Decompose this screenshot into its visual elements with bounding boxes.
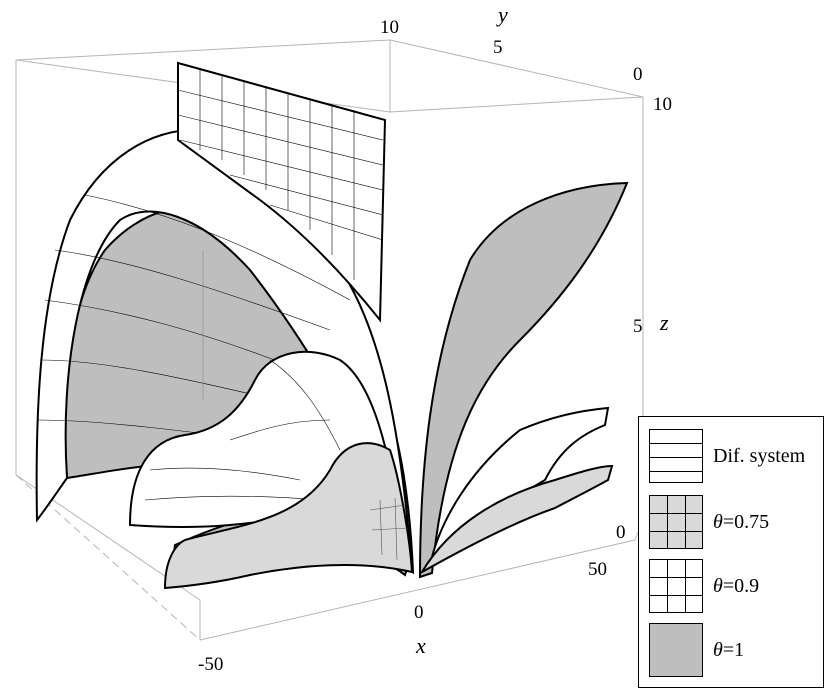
surface-theta-1-right-lobe [418,181,629,579]
legend-symbol: θ [713,511,723,533]
surface-theta-0-75-left [163,442,414,590]
legend-entry: Dif. system [649,429,819,485]
axis-x-label: x [415,633,426,658]
legend-symbol: θ [713,639,723,661]
legend-symbol: θ [713,575,723,597]
theta-0-75-mesh-lines [369,497,409,561]
legend-label: Dif. system [713,445,806,467]
legend-entry: θ=1 [649,623,819,679]
axis-z-ticks: 10 5 0 [616,94,672,543]
tick-label: 5 [493,37,503,58]
axis-y-ticks: 10 5 0 [380,17,643,85]
tick-label: 10 [380,17,399,38]
dif-system-mesh-lines [37,70,384,451]
swatch-grid-white-icon [649,559,703,613]
axis-y-label: y [496,2,508,27]
swatch-solid-gray-icon [649,623,703,677]
swatch-grid-dark-icon [649,495,703,549]
tick-label: -50 [198,654,223,675]
surface-dif-system-back-sheet [177,61,387,323]
surface-theta-0-75-right [419,464,614,575]
legend-value: =0.75 [722,511,770,533]
tick-label: 0 [414,602,424,623]
legend-entry: θ=0.75 [649,495,819,551]
legend-value: =1 [722,639,745,661]
surface-theta-0-75 [163,442,614,590]
legend-entry: θ=0.9 [649,559,819,615]
theta-0-9-mesh-lines [144,359,341,501]
tick-label: 10 [653,94,672,115]
axis-z-label: z [659,310,669,335]
surface-dif-system [35,61,413,571]
tick-label: 50 [588,559,607,580]
tick-label: 5 [633,316,643,337]
legend-value: =0.9 [722,575,760,597]
swatch-lines-horizontal-icon [649,429,703,483]
tick-label: 0 [633,64,643,85]
axis-x-ticks: -50 0 50 [198,559,607,675]
tick-label: 0 [616,522,626,543]
legend: Dif. system θ=0.75 θ=0.9 θ=1 [638,416,824,688]
